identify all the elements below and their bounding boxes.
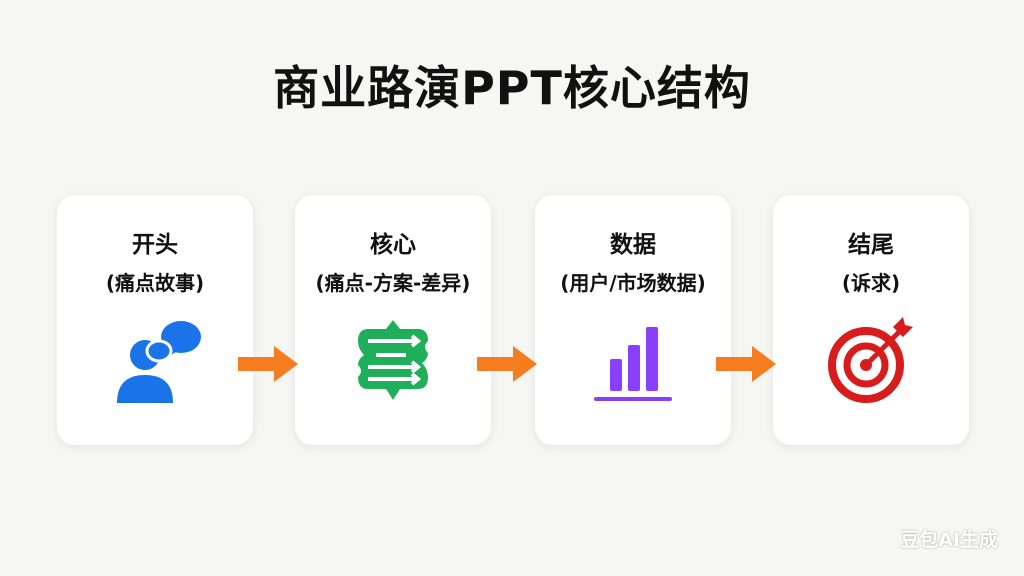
- target-icon: [828, 317, 913, 403]
- step-heading: 开头: [132, 232, 178, 258]
- step-subtitle: (诉求): [841, 271, 901, 295]
- step-subtitle: (痛点-方案-差异): [315, 271, 471, 295]
- watermark: 豆包AI生成: [900, 529, 998, 551]
- step-subtitle: (痛点故事): [105, 271, 205, 295]
- bar-chart-icon: [594, 327, 672, 401]
- step-heading: 核心: [370, 232, 416, 258]
- people-chat-icon: [117, 321, 201, 403]
- step-card-core: 核心 (痛点-方案-差异): [295, 195, 491, 445]
- arrow-right-icon: [716, 346, 776, 382]
- step-heading: 数据: [610, 232, 656, 258]
- step-card-data: 数据 (用户/市场数据): [535, 195, 731, 445]
- step-card-opening: 开头 (痛点故事): [57, 195, 253, 445]
- page-title: 商业路演PPT核心结构: [273, 61, 751, 115]
- step-subtitle: (用户/市场数据): [560, 271, 706, 295]
- arrow-right-icon: [477, 346, 537, 382]
- step-heading: 结尾: [848, 232, 894, 258]
- flow-arrows-icon: [358, 320, 428, 400]
- step-card-closing: 结尾 (诉求): [773, 195, 969, 445]
- arrow-right-icon: [238, 346, 298, 382]
